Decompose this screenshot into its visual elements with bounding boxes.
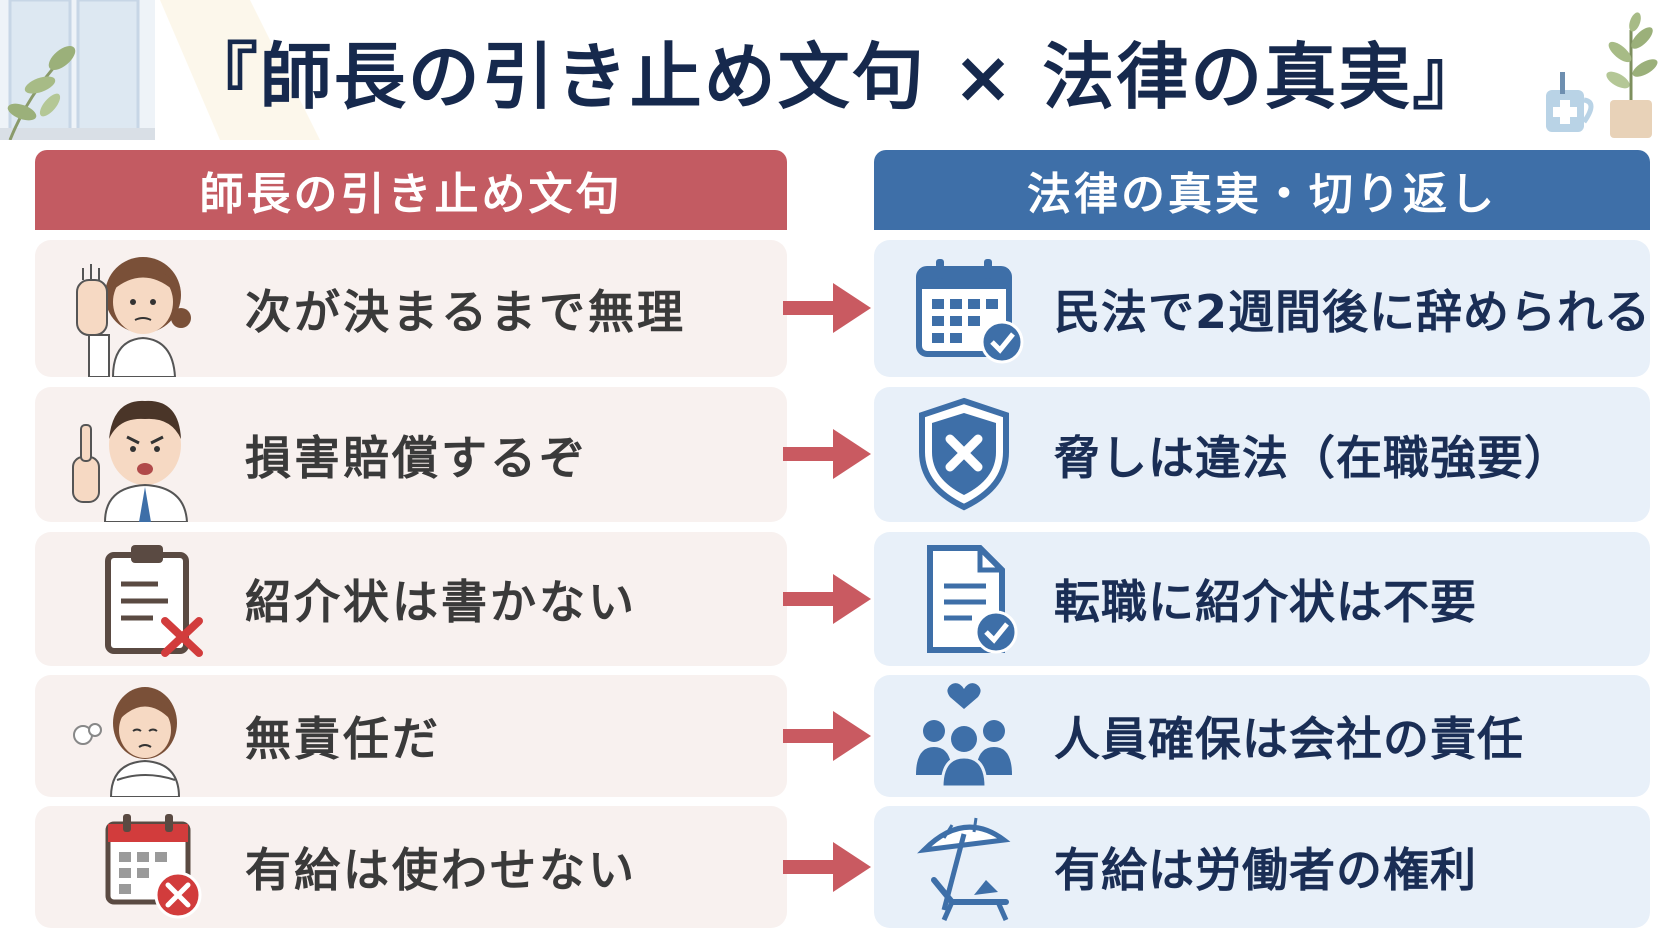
sunlight-decoration — [160, 0, 320, 140]
angry-doctor-icon — [72, 400, 189, 522]
phrase-card: 無責任だ — [35, 675, 787, 797]
calendar-x-icon — [105, 813, 202, 918]
phrase-text: 有給は使わせない — [245, 843, 637, 897]
truth-text: 脅しは違法（在職強要） — [1054, 430, 1571, 485]
truth-text: 有給は労働者の権利 — [1054, 843, 1477, 897]
phrase-text: 損害賠償するぞ — [245, 430, 588, 485]
nurse-raised-hand-icon — [76, 257, 191, 377]
phrase-text: 無責任だ — [245, 712, 441, 766]
truth-card: 転職に紹介状は不要 — [874, 532, 1650, 666]
truth-text: 民法で2週間後に辞められる — [1054, 284, 1652, 339]
phrase-text: 次が決まるまで無理 — [245, 284, 686, 339]
clipboard-x-icon — [105, 545, 203, 657]
arrow-right-icon — [783, 429, 871, 479]
truth-text: 人員確保は会社の責任 — [1054, 712, 1524, 766]
truth-card: 人員確保は会社の責任 — [874, 675, 1650, 797]
sighing-nurse-icon — [73, 687, 181, 797]
truth-card: 民法で2週間後に辞められる — [874, 240, 1650, 377]
phrase-card: 次が決まるまで無理 — [35, 240, 787, 377]
mug-icon — [1546, 72, 1594, 132]
phrase-card: 損害賠償するぞ — [35, 387, 787, 522]
beach-umbrella-icon — [917, 817, 1011, 921]
people-heart-icon — [916, 682, 1012, 788]
phrase-card: 紹介状は書かない — [35, 532, 787, 666]
phrase-text: 紹介状は書かない — [245, 575, 637, 629]
truth-card: 有給は労働者の権利 — [874, 806, 1650, 928]
truth-card: 脅しは違法（在職強要） — [874, 387, 1650, 522]
arrow-right-icon — [783, 711, 871, 761]
calendar-check-icon — [916, 258, 1024, 363]
arrow-right-icon — [783, 842, 871, 892]
truth-text: 転職に紹介状は不要 — [1054, 575, 1477, 629]
plant-left-icon — [7, 46, 76, 140]
plant-right-icon — [1606, 12, 1658, 138]
phrase-card: 有給は使わせない — [35, 806, 787, 928]
page-title: 『師長の引き止め文句 × 法律の真実』 — [185, 35, 1487, 119]
document-check-icon — [927, 544, 1018, 653]
arrow-right-icon — [783, 283, 871, 333]
right-column-header: 法律の真実・切り返し — [874, 150, 1650, 230]
shield-x-icon — [919, 397, 1009, 511]
arrow-right-icon — [783, 574, 871, 624]
left-column-header: 師長の引き止め文句 — [35, 150, 787, 230]
